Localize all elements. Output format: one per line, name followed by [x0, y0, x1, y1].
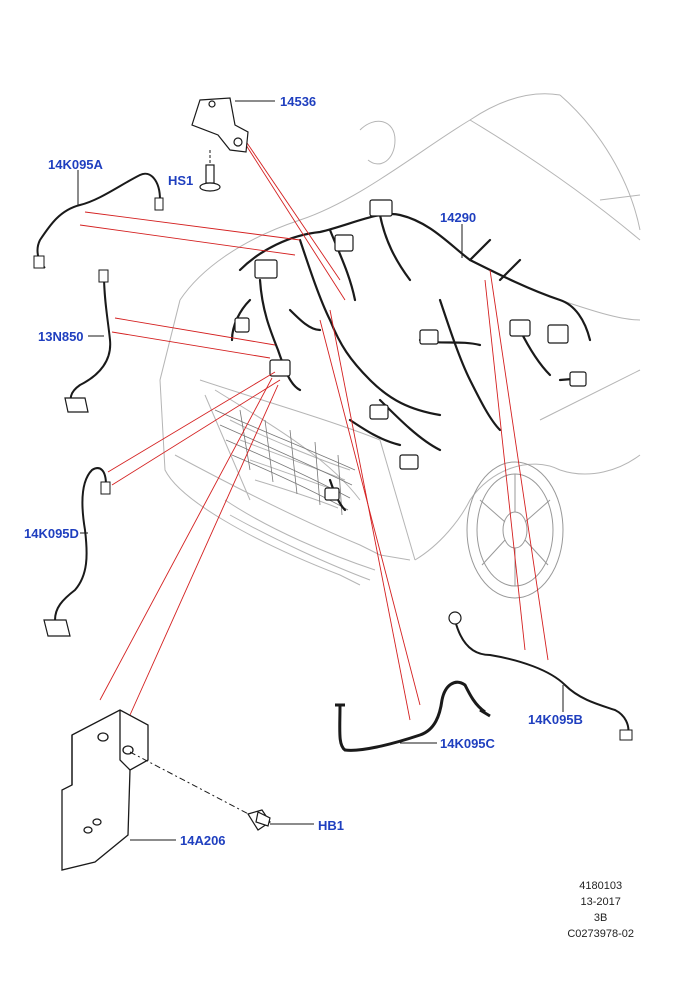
dash-hb1 [129, 751, 261, 821]
reference-revision: 3B [593, 912, 608, 924]
callout-14536: 14536 [280, 94, 317, 109]
callout-hb1: HB1 [318, 818, 345, 833]
callout-14A206: 14A206 [180, 833, 226, 848]
callout-hs1: HS1 [168, 173, 194, 188]
harness-connectors [234, 199, 587, 501]
part-14K095B-harness [448, 611, 633, 741]
part-13N850-harness [64, 269, 112, 413]
part-14K095A-harness [33, 172, 164, 269]
reference-code: C0273978-02 [567, 928, 634, 940]
callout-13N850: 13N850 [38, 329, 84, 344]
part-14536-bracket [191, 97, 249, 153]
callout-14K095D: 14K095D [24, 526, 79, 541]
callout-14290: 14290 [440, 210, 477, 225]
part-hs1-stud [199, 164, 221, 192]
grille [214, 409, 356, 516]
part-14A206-bracket [61, 709, 149, 871]
reference-date: 13-2017 [580, 896, 621, 908]
part-14K095D-harness [43, 467, 111, 637]
reference-block: 4180103 13-2017 3B C0273978-02 [567, 878, 634, 942]
reference-number: 4180103 [579, 880, 623, 892]
vehicle-outline [159, 93, 641, 586]
callout-14K095C: 14K095C [440, 736, 495, 751]
callout-14K095A: 14K095A [48, 157, 103, 172]
part-hb1-bolt [247, 809, 271, 831]
callout-14K095B: 14K095B [528, 712, 583, 727]
part-14K095C-harness [335, 680, 491, 752]
front-wheel [466, 461, 564, 599]
leader-lines [79, 119, 549, 721]
